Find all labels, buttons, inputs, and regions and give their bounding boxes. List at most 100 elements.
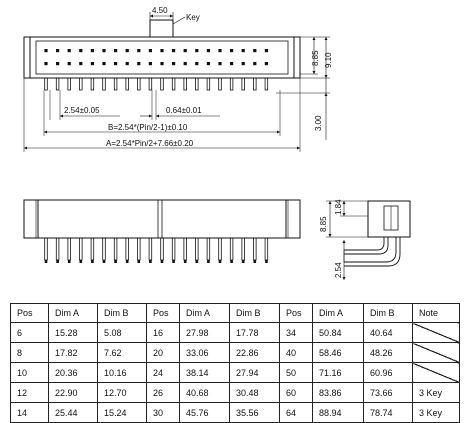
table-cell: 27.98 bbox=[179, 322, 230, 343]
header-cell: Pos bbox=[146, 303, 180, 323]
front-pin-tip bbox=[114, 260, 117, 263]
pin-hole bbox=[183, 62, 187, 66]
note-cell: 3 Key bbox=[412, 382, 460, 403]
top-pin bbox=[79, 77, 83, 91]
front-pin bbox=[206, 237, 211, 261]
pin-hole bbox=[137, 49, 141, 53]
pin-hole bbox=[79, 49, 83, 53]
table-cell: 6 bbox=[10, 322, 49, 343]
top-pin bbox=[102, 77, 106, 91]
header-cell: Dim B bbox=[363, 303, 413, 323]
front-pin-tip bbox=[44, 260, 48, 263]
pin-hole bbox=[44, 62, 48, 66]
front-pin bbox=[160, 237, 164, 261]
table-cell: 34 bbox=[279, 322, 313, 343]
table-cell: 5.08 bbox=[97, 322, 147, 343]
key-width-label: 4.50 bbox=[152, 6, 168, 15]
pin-hole bbox=[218, 62, 222, 66]
front-pin-tip bbox=[241, 260, 245, 263]
table-cell: 27.94 bbox=[229, 362, 280, 383]
pin-hole bbox=[90, 49, 94, 53]
table-cell: 15.28 bbox=[48, 322, 98, 343]
note-cell bbox=[412, 322, 460, 343]
front-pin-tip bbox=[67, 260, 71, 263]
front-pin-tip bbox=[183, 260, 187, 263]
front-pin bbox=[171, 237, 176, 261]
front-pin-tip bbox=[102, 260, 106, 263]
header-cell: Dim B bbox=[229, 303, 280, 323]
table-cell: 16 bbox=[146, 322, 180, 343]
front-pin bbox=[195, 237, 199, 261]
pin-hole bbox=[241, 62, 245, 66]
pin-hole bbox=[230, 49, 234, 53]
table-cell: 71.16 bbox=[312, 362, 364, 383]
top-pin bbox=[183, 77, 187, 91]
pin-length-label: 3.00 bbox=[314, 115, 323, 131]
table-cell: 40.68 bbox=[179, 382, 230, 403]
pin-hole bbox=[172, 62, 176, 66]
table-cell: 17.78 bbox=[229, 322, 280, 343]
front-view bbox=[23, 199, 301, 263]
front-pin bbox=[229, 237, 234, 261]
table-cell: 20.36 bbox=[48, 362, 98, 383]
table-cell: 12.70 bbox=[97, 382, 147, 403]
pin-hole bbox=[241, 49, 245, 53]
side-view bbox=[326, 200, 411, 280]
table-cell: 58.46 bbox=[312, 342, 364, 363]
table-cell: 24 bbox=[146, 362, 180, 383]
header-cell: Pos bbox=[10, 303, 49, 323]
pin-hole bbox=[264, 49, 268, 53]
front-pin-tip bbox=[230, 260, 233, 263]
front-pin-tip bbox=[56, 260, 59, 263]
front-pin bbox=[218, 237, 222, 261]
front-pin bbox=[79, 237, 83, 261]
pin-hole bbox=[160, 49, 164, 53]
pin-hole bbox=[79, 62, 83, 66]
pin-hole bbox=[230, 62, 234, 66]
front-pin-tip bbox=[218, 260, 222, 263]
header-cell: Dim A bbox=[48, 303, 98, 323]
front-pin bbox=[125, 237, 129, 261]
pin-hole bbox=[67, 62, 71, 66]
side-pitch-label: 2.54 bbox=[334, 262, 343, 278]
header-cell: Pos bbox=[279, 303, 313, 323]
front-pin bbox=[44, 237, 48, 261]
top-pin bbox=[171, 77, 176, 91]
top-view bbox=[23, 12, 330, 152]
front-pin-tip bbox=[253, 260, 257, 263]
top-pin bbox=[125, 77, 129, 91]
table-cell: 50.84 bbox=[312, 322, 364, 343]
table-cell: 83.86 bbox=[312, 382, 364, 403]
table-header-row: Pos Dim A Dim B Pos Dim A Dim B Pos Dim … bbox=[10, 303, 460, 323]
pin-hole bbox=[102, 62, 106, 66]
dim-b-label: B=2.54*(Pin/2-1)±0.10 bbox=[108, 123, 188, 132]
height-outer-label: 9.10 bbox=[324, 52, 333, 68]
top-pin bbox=[160, 77, 164, 91]
key-notch bbox=[149, 19, 174, 38]
front-pin-tip bbox=[195, 260, 199, 263]
table-cell: 17.82 bbox=[48, 342, 98, 363]
front-pin-tip bbox=[149, 260, 152, 263]
table-cell: 10.16 bbox=[97, 362, 147, 383]
connector-drawing: 4.50 Key 8.85 9.10 2.54±0.05 0.64±0.01 B… bbox=[23, 6, 411, 280]
pin-hole bbox=[114, 49, 118, 53]
front-pin bbox=[253, 237, 257, 261]
header-cell: Dim A bbox=[312, 303, 364, 323]
pin-hole bbox=[114, 62, 118, 66]
front-pin bbox=[241, 237, 245, 261]
table-cell: 26 bbox=[146, 382, 180, 403]
table-cell: 22.90 bbox=[48, 382, 98, 403]
key-label: Key bbox=[186, 13, 200, 22]
header-cell: Dim B bbox=[97, 303, 147, 323]
front-pin-tip bbox=[125, 260, 129, 263]
pin-hole bbox=[264, 62, 268, 66]
front-pin bbox=[137, 237, 141, 261]
pin-hole bbox=[183, 49, 187, 53]
front-pin bbox=[113, 237, 118, 261]
pin-hole bbox=[125, 62, 129, 66]
top-pin bbox=[55, 77, 60, 91]
front-pin bbox=[67, 237, 71, 261]
pin-hole bbox=[102, 49, 106, 53]
header-cell: Dim A bbox=[179, 303, 230, 323]
